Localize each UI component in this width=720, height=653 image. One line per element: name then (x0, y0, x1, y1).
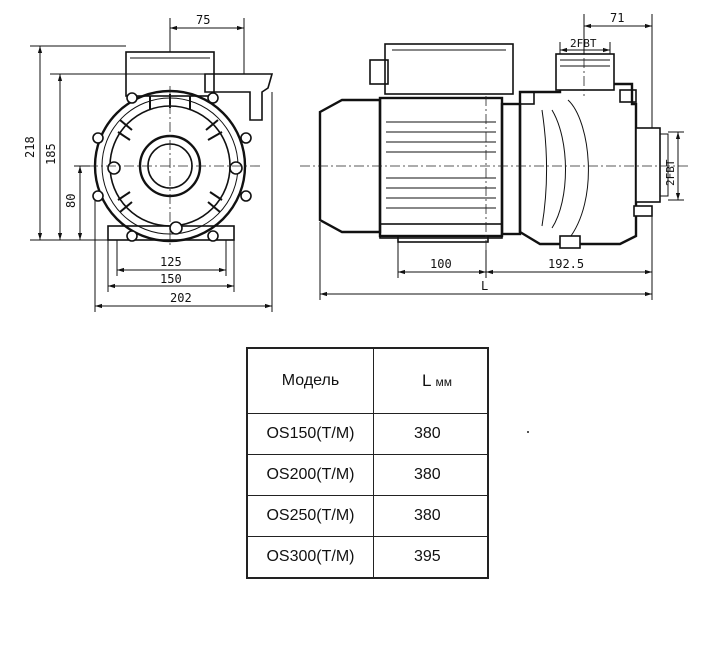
front-view (88, 51, 274, 246)
dim-218: 218 (23, 136, 37, 158)
header-length-symbol: L (422, 371, 432, 390)
dim-71: 71 (610, 11, 624, 25)
side-view (300, 40, 690, 250)
row-model: OS300(T/M) (246, 536, 374, 579)
dim-75: 75 (196, 13, 210, 27)
table-row: OS300(T/M) 395 (246, 536, 489, 579)
table-row: OS150(T/M) 380 (246, 413, 489, 455)
dim-L: L (481, 279, 488, 293)
row-model: OS150(T/M) (246, 413, 374, 455)
dim-80: 80 (64, 194, 78, 208)
dim-2fbt-inlet: 2FBT (664, 159, 677, 186)
table-row: OS200(T/M) 380 (246, 454, 489, 496)
dim-2fbt-outlet: 2FBT (570, 37, 597, 50)
stray-dot (527, 431, 529, 433)
row-model: OS200(T/M) (246, 454, 374, 496)
header-model: Модель (246, 347, 374, 414)
row-length: 395 (373, 536, 489, 579)
front-view-dimensions: 75 218 185 80 125 150 202 (23, 13, 273, 312)
header-length-unit: мм (435, 375, 452, 389)
row-length: 380 (373, 495, 489, 537)
row-model: OS250(T/M) (246, 495, 374, 537)
row-length: 380 (373, 454, 489, 496)
dim-202: 202 (170, 291, 192, 305)
side-view-dimensions: 71 2FBT 2FBT 100 192.5 L (319, 11, 684, 300)
dim-192-5: 192.5 (548, 257, 584, 271)
dim-100: 100 (430, 257, 452, 271)
dim-125: 125 (160, 255, 182, 269)
table-row: OS250(T/M) 380 (246, 495, 489, 537)
dim-150: 150 (160, 272, 182, 286)
row-length: 380 (373, 413, 489, 455)
dim-185: 185 (44, 143, 58, 165)
